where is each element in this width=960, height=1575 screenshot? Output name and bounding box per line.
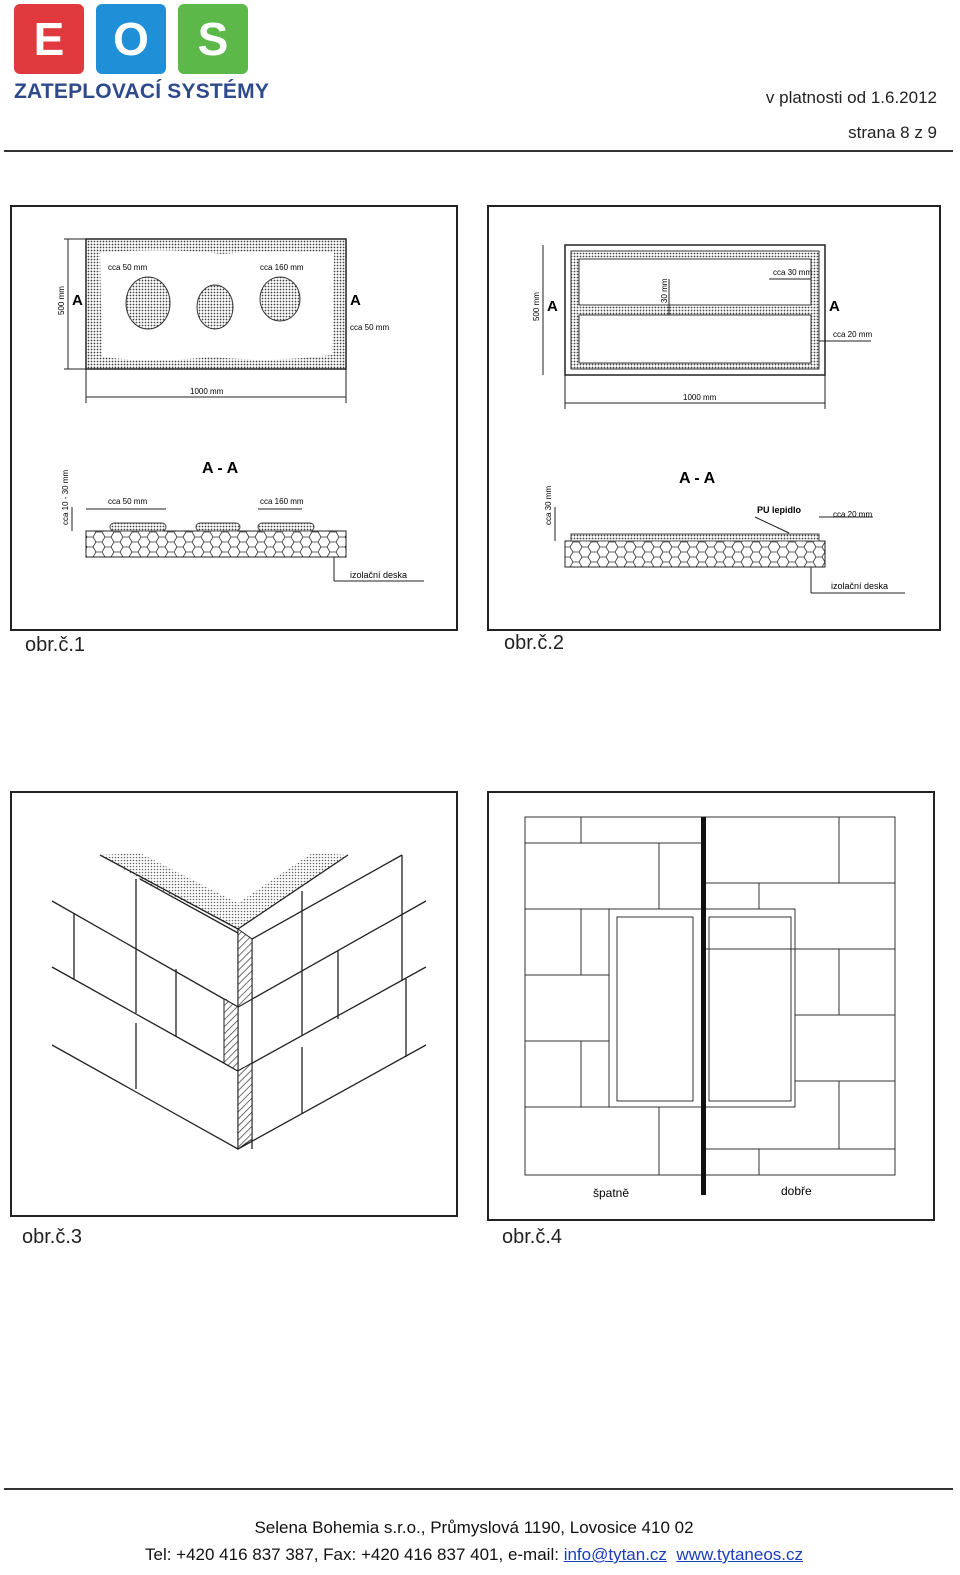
fig1-sec-gap: cca 160 mm (260, 497, 304, 506)
figure-1-caption: obr.č.1 (25, 634, 86, 656)
fig2-board-label: izolační deska (831, 581, 888, 591)
figure-3-caption: obr.č.3 (22, 1226, 83, 1248)
fig2-mid-gap: 30 mm (660, 278, 669, 303)
fig1-dab-gap: cca 160 mm (260, 263, 304, 272)
fig1-height-label: 500 mm (57, 286, 66, 315)
fig1-cut-left: A (72, 292, 83, 309)
logo-tile-s: S (178, 4, 248, 74)
fig1-dab-size: cca 50 mm (108, 263, 147, 272)
fig2-thickness: cca 30 mm (544, 486, 553, 525)
fig1-width-label: 1000 mm (190, 387, 224, 396)
fig1-board-label: izolační deska (350, 570, 407, 580)
fig2-adhesive: PU lepidlo (757, 505, 802, 515)
fig2-sec-edge: cca 20 mm (833, 510, 872, 519)
logo-tile-o: O (96, 4, 166, 74)
figure-4-drawing: špatně dobře (524, 816, 896, 1200)
figure-4-caption: obr.č.4 (502, 1226, 563, 1248)
fig4-right-label: dobře (781, 1184, 812, 1198)
fig2-height-label: 500 mm (532, 292, 541, 321)
fig1-section-title: A - A (202, 460, 239, 477)
eos-logo: E O S ZATEPLOVACÍ SYSTÉMY (14, 4, 269, 104)
footer-divider (4, 1488, 953, 1490)
footer-web-link[interactable]: www.tytaneos.cz (676, 1545, 803, 1564)
footer-email-link[interactable]: info@tytan.cz (563, 1545, 667, 1564)
fig4-wrong-label: špatně (593, 1186, 629, 1200)
fig1-edge-gap: cca 50 mm (350, 323, 389, 332)
figure-4-frame: špatně dobře (487, 791, 935, 1221)
logo-tile-e: E (14, 4, 84, 74)
fig2-width-label: 1000 mm (683, 393, 717, 402)
figure-1-frame: A A 500 mm cca 50 mm cca 160 mm cca 50 m… (10, 205, 458, 631)
logo-tagline: ZATEPLOVACÍ SYSTÉMY (14, 80, 270, 103)
footer-company: Selena Bohemia s.r.o., Průmyslová 1190, … (254, 1518, 694, 1537)
fig2-cut-right: A (829, 298, 840, 315)
fig1-thickness: cca 10 - 30 mm (61, 470, 70, 525)
fig1-cut-right: A (350, 292, 361, 309)
fig2-top-edge: cca 30 mm (773, 268, 812, 277)
footer-contact: Tel: +420 416 837 387, Fax: +420 416 837… (0, 1545, 948, 1565)
figure-2-drawing: A A 500 mm 30 mm cca 30 mm cca 20 mm 100… (532, 244, 905, 594)
fig2-side-edge: cca 20 mm (833, 330, 872, 339)
footer-phone-fax: Tel: +420 416 837 387, Fax: +420 416 837… (144, 1545, 564, 1564)
figure-2-caption: obr.č.2 (504, 632, 565, 654)
header-divider (4, 150, 953, 152)
figure-2-frame: A A 500 mm 30 mm cca 30 mm cca 20 mm 100… (487, 205, 941, 631)
fig1-sec-dab: cca 50 mm (108, 497, 147, 506)
figure-1-drawing: A A 500 mm cca 50 mm cca 160 mm cca 50 m… (57, 238, 424, 582)
fig2-section-title: A - A (679, 470, 716, 487)
page-number: strana 8 z 9 (848, 123, 937, 142)
figure-3-drawing (51, 853, 427, 1150)
figure-3-frame (10, 791, 458, 1217)
validity-date: v platnosti od 1.6.2012 (765, 88, 937, 107)
fig2-cut-left: A (547, 298, 558, 315)
